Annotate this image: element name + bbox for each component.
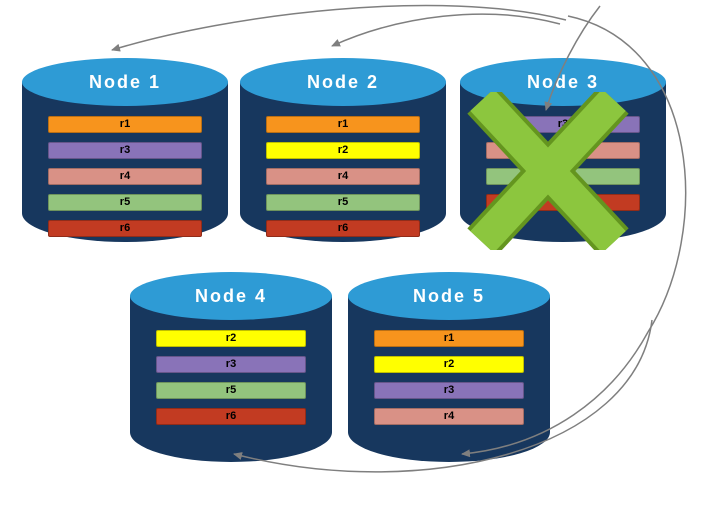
range-label: r2 <box>443 358 455 370</box>
cylinder-top: Node 1 <box>22 58 228 106</box>
range-list: r2 r3 r5 r6 <box>156 330 306 425</box>
range-label: r1 <box>119 118 131 130</box>
range-label: r5 <box>557 170 569 182</box>
range-bar: r2 <box>266 142 420 159</box>
range-bar: r5 <box>266 194 420 211</box>
node-title: Node 5 <box>412 285 485 306</box>
range-bar: r2 <box>374 356 524 373</box>
range-bar: r1 <box>266 116 420 133</box>
cylinder-top: Node 3 <box>460 58 666 106</box>
range-bar: r6 <box>486 194 640 211</box>
range-label: r3 <box>225 358 237 370</box>
range-bar: r4 <box>374 408 524 425</box>
node-cylinder-3: Node 3 r3 r4 r5 r6 <box>460 58 666 242</box>
range-bar: r3 <box>156 356 306 373</box>
cylinder-top: Node 4 <box>130 272 332 320</box>
range-label: r1 <box>443 332 455 344</box>
arrow-to-node1 <box>111 4 567 52</box>
range-bar: r4 <box>266 168 420 185</box>
range-bar: r4 <box>48 168 202 185</box>
range-bar: r2 <box>156 330 306 347</box>
range-bar: r6 <box>266 220 420 237</box>
range-bar: r3 <box>374 382 524 399</box>
node-title: Node 3 <box>526 71 599 92</box>
range-bar: r6 <box>156 408 306 425</box>
node-cylinder-4: Node 4 r2 r3 r5 r6 <box>130 272 332 462</box>
cylinder-top: Node 2 <box>240 58 446 106</box>
range-bar: r3 <box>48 142 202 159</box>
node-title: Node 4 <box>194 285 267 306</box>
node-cylinder-5: Node 5 r1 r2 r3 r4 <box>348 272 550 462</box>
range-label: r2 <box>337 144 349 156</box>
node-cylinder-2: Node 2 r1 r2 r4 r5 r6 <box>240 58 446 242</box>
range-bar: r1 <box>374 330 524 347</box>
range-list: r1 r2 r4 r5 r6 <box>266 116 420 237</box>
range-label: r5 <box>225 384 237 396</box>
range-bar: r5 <box>486 168 640 185</box>
range-label: r6 <box>337 222 349 234</box>
cylinder-body <box>22 82 228 242</box>
range-bar: r3 <box>486 116 640 133</box>
range-label: r3 <box>557 118 569 130</box>
range-label: r3 <box>119 144 131 156</box>
node-title: Node 1 <box>88 71 161 92</box>
arrow-to-node2 <box>331 13 561 47</box>
range-bar: r6 <box>48 220 202 237</box>
cylinder-body <box>240 82 446 242</box>
range-label: r4 <box>443 410 455 422</box>
range-label: r6 <box>557 196 569 208</box>
range-list: r3 r4 r5 r6 <box>486 116 640 211</box>
range-bar: r4 <box>486 142 640 159</box>
range-label: r5 <box>337 196 349 208</box>
range-label: r5 <box>119 196 131 208</box>
node-cylinder-1: Node 1 r1 r3 r4 r5 r6 <box>22 58 228 242</box>
range-label: r3 <box>443 384 455 396</box>
range-label: r1 <box>337 118 349 130</box>
range-label: r4 <box>337 170 349 182</box>
range-label: r6 <box>225 410 237 422</box>
range-label: r2 <box>225 332 237 344</box>
node-title: Node 2 <box>306 71 379 92</box>
range-list: r1 r2 r3 r4 <box>374 330 524 425</box>
range-list: r1 r3 r4 r5 r6 <box>48 116 202 237</box>
range-bar: r5 <box>156 382 306 399</box>
range-bar: r1 <box>48 116 202 133</box>
cylinder-top: Node 5 <box>348 272 550 320</box>
range-label: r4 <box>119 170 131 182</box>
range-label: r4 <box>557 144 569 156</box>
range-bar: r5 <box>48 194 202 211</box>
range-label: r6 <box>119 222 131 234</box>
